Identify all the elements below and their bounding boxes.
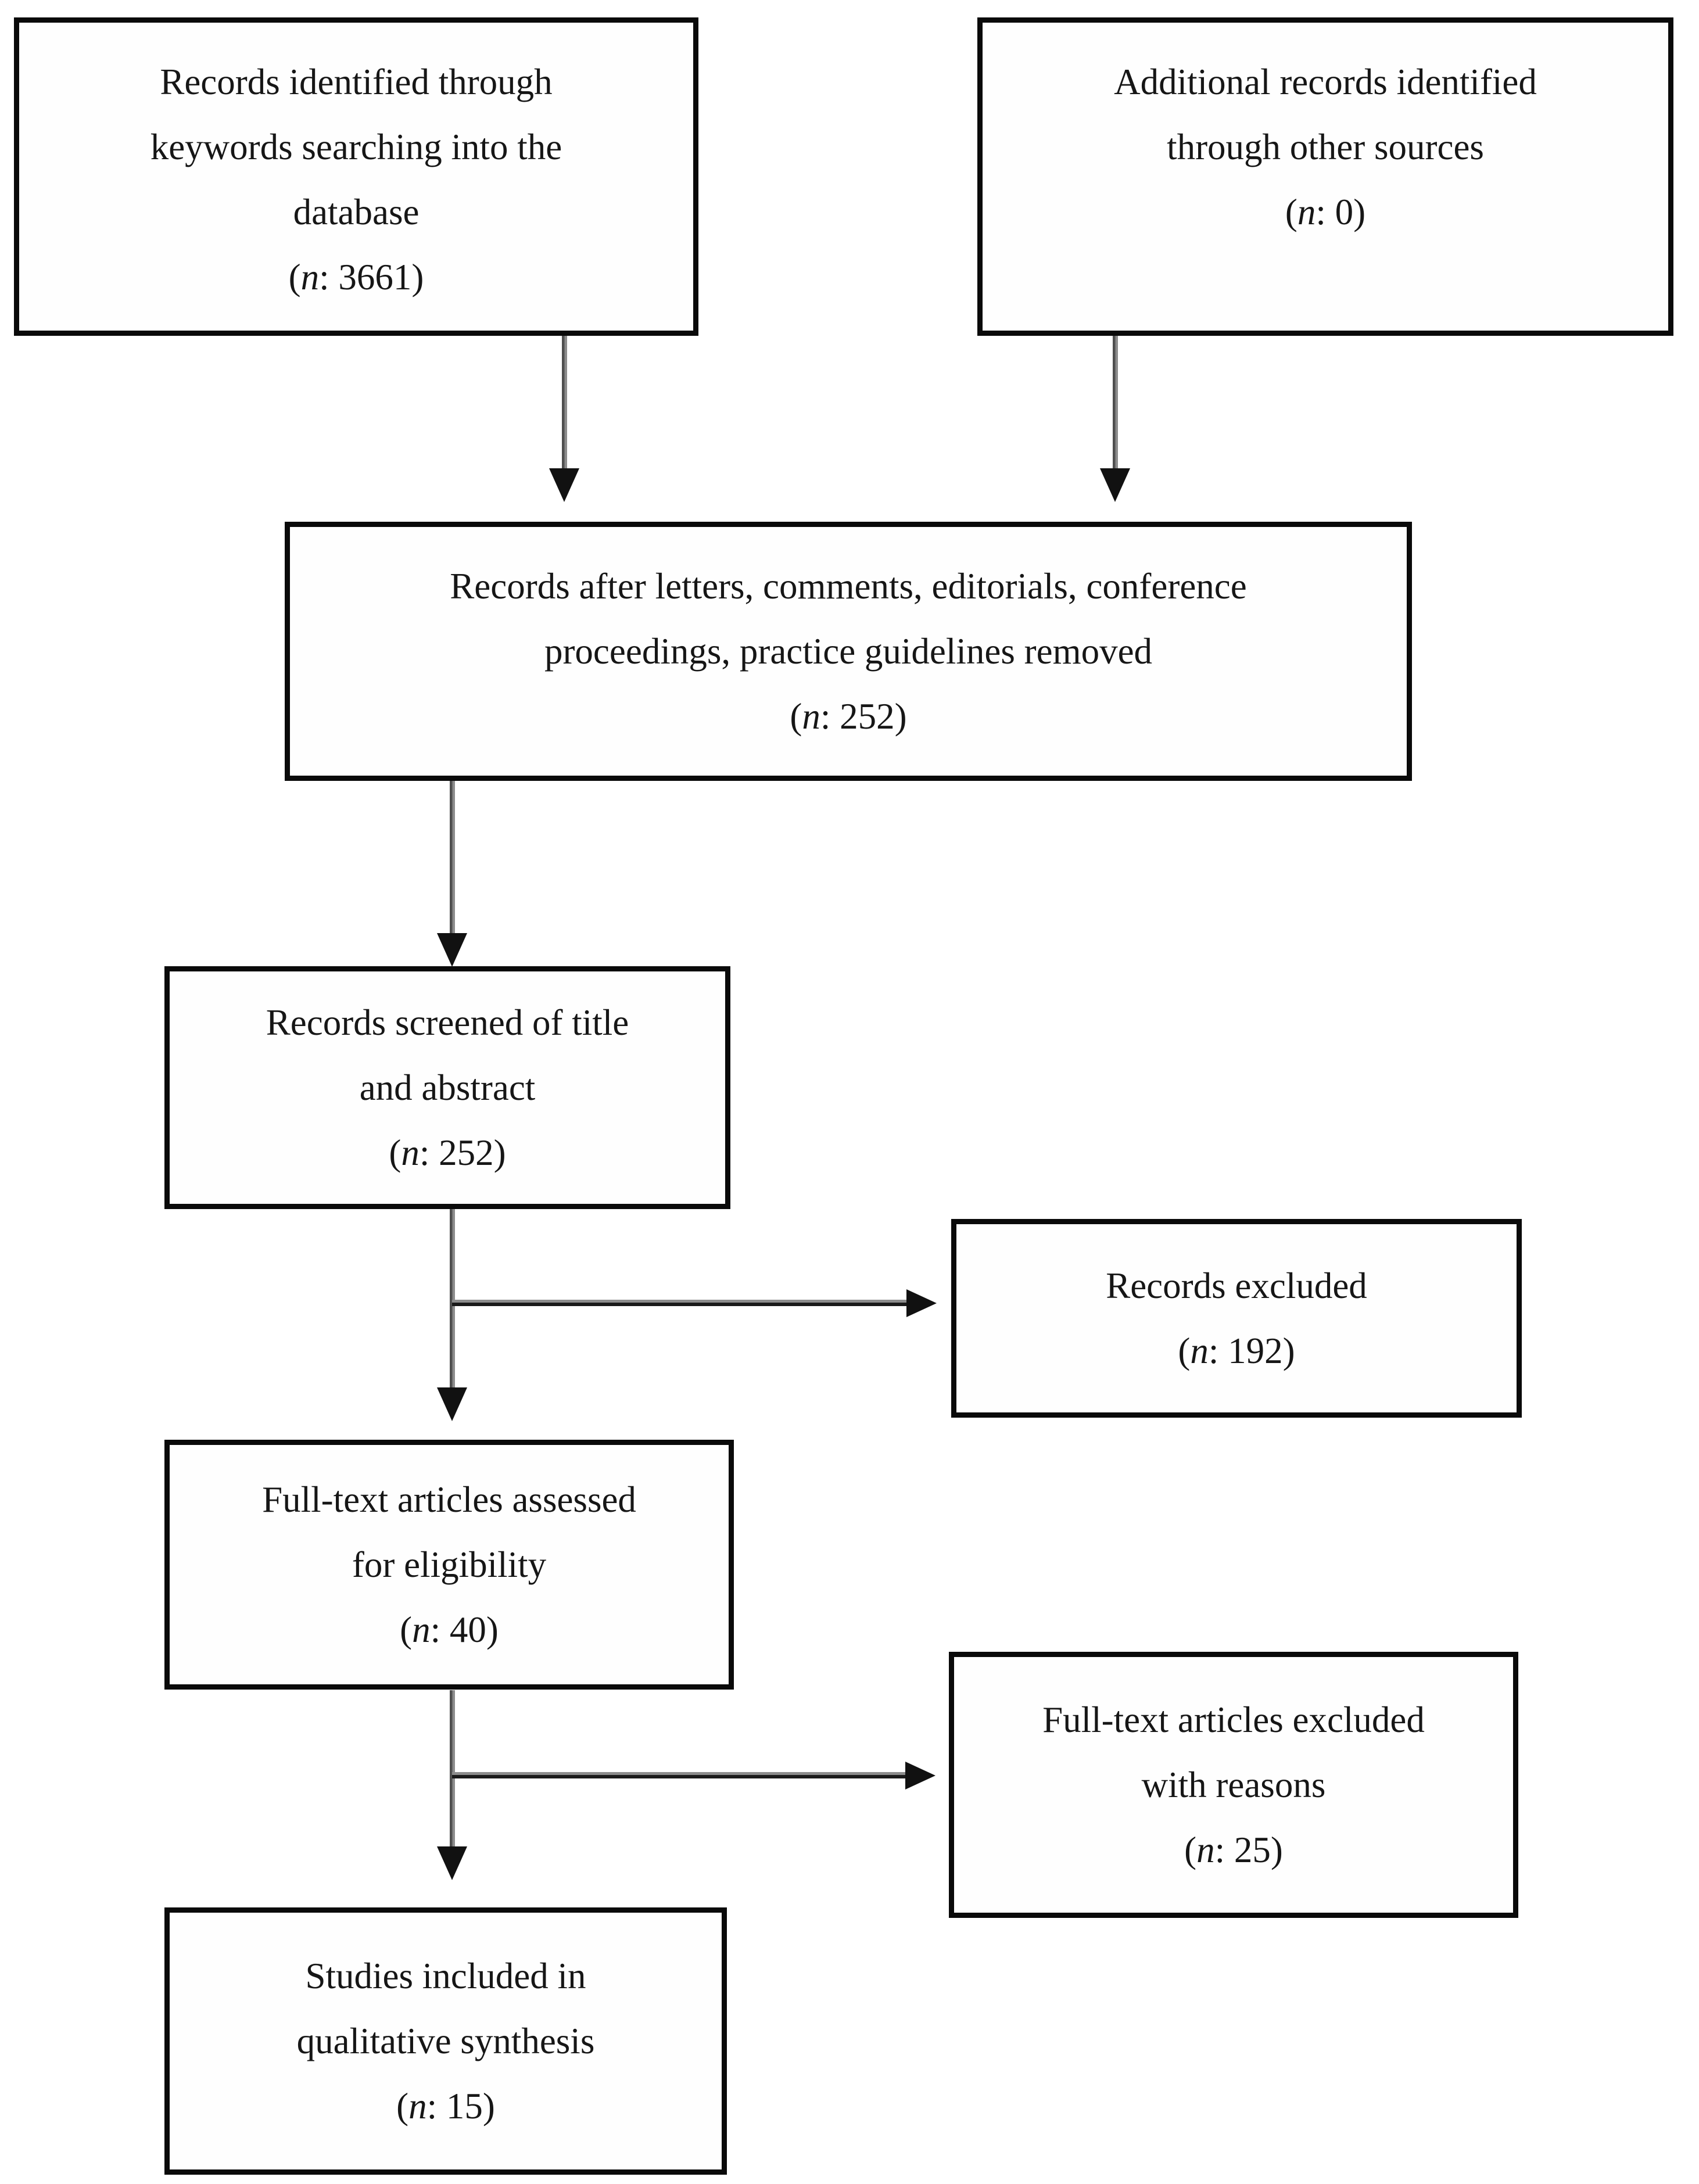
count-open: ( [389, 1132, 402, 1173]
count-n: n [1297, 192, 1316, 232]
count-rest: : 3661) [319, 257, 424, 297]
count-line: (n: 0) [1285, 180, 1365, 245]
count-rest: : 40) [430, 1609, 499, 1650]
arrow-down-icon [549, 468, 579, 502]
count-n: n [408, 2086, 427, 2126]
count-n: n [1190, 1331, 1209, 1371]
count-rest: : 15) [426, 2086, 495, 2126]
count-line: (n: 40) [400, 1597, 499, 1662]
box-full-text-assessed: Full-text articles assessed for eligibil… [164, 1440, 734, 1690]
count-rest: : 252) [419, 1132, 506, 1173]
box-text-line: Full-text articles assessed [262, 1479, 636, 1520]
box-text-line: through other sources [1167, 127, 1484, 167]
count-rest: : 192) [1208, 1331, 1295, 1371]
arrow-down-icon [1100, 468, 1130, 502]
arrow-identified-to-merged-shaft [562, 336, 567, 468]
box-text-line: with reasons [1141, 1765, 1326, 1805]
count-line: (n: 25) [1184, 1817, 1283, 1882]
box-text-line: Records excluded [1106, 1265, 1367, 1306]
box-text-line: and abstract [359, 1067, 536, 1108]
count-open: ( [400, 1609, 413, 1650]
count-open: ( [1184, 1830, 1197, 1870]
box-text-line: Records screened of title [266, 1002, 629, 1043]
count-line: (n: 252) [790, 684, 906, 749]
arrow-down-icon [437, 1846, 467, 1880]
count-n: n [401, 1132, 420, 1173]
box-records-excluded: Records excluded (n: 192) [951, 1219, 1522, 1418]
box-text-line: Records identified through [160, 62, 553, 102]
box-text-line: Additional records identified [1114, 62, 1537, 102]
count-n: n [300, 257, 320, 297]
arrow-fulltext-to-included-shaft [450, 1690, 455, 1846]
count-n: n [412, 1609, 431, 1650]
count-open: ( [396, 2086, 409, 2126]
count-rest: : 0) [1316, 192, 1366, 232]
arrow-right-icon [906, 1289, 937, 1317]
count-n: n [802, 696, 820, 737]
count-line: (n: 252) [389, 1120, 506, 1185]
box-records-after-removal: Records after letters, comments, editori… [285, 522, 1412, 781]
box-text-line: Studies included in [305, 1956, 586, 1996]
box-text-line: Full-text articles excluded [1042, 1699, 1425, 1740]
box-text-line: qualitative synthesis [296, 2021, 595, 2061]
arrow-down-icon [437, 933, 467, 967]
box-records-screened: Records screened of title and abstract (… [164, 966, 730, 1209]
count-line: (n: 15) [396, 2074, 495, 2139]
arrow-screened-to-fulltext-shaft [450, 1209, 455, 1387]
arrow-fulltext-to-excluded-shaft [452, 1772, 905, 1778]
count-rest: : 25) [1214, 1830, 1283, 1870]
count-open: ( [790, 696, 802, 737]
count-n: n [1196, 1830, 1215, 1870]
arrow-right-icon [905, 1762, 935, 1789]
count-open: ( [1285, 192, 1297, 232]
box-text-line: Records after letters, comments, editori… [450, 566, 1247, 607]
count-line: (n: 192) [1178, 1318, 1295, 1383]
count-open: ( [288, 257, 301, 297]
count-line: (n: 3661) [289, 245, 424, 310]
box-text-line: proceedings, practice guidelines removed [544, 631, 1153, 672]
box-additional-records: Additional records identified through ot… [977, 17, 1673, 336]
arrow-screened-to-excluded-shaft [452, 1300, 906, 1306]
count-open: ( [1178, 1331, 1191, 1371]
arrow-merged-to-screened-shaft [450, 781, 455, 933]
box-records-identified: Records identified through keywords sear… [14, 17, 698, 336]
count-rest: : 252) [820, 696, 907, 737]
arrow-down-icon [437, 1387, 467, 1421]
box-full-text-excluded: Full-text articles excluded with reasons… [949, 1652, 1518, 1918]
box-text-line: database [293, 192, 420, 232]
box-studies-included: Studies included in qualitative synthesi… [164, 1907, 727, 2175]
box-text-line: keywords searching into the [150, 127, 562, 167]
box-text-line: for eligibility [352, 1544, 547, 1585]
arrow-additional-to-merged-shaft [1113, 336, 1118, 468]
